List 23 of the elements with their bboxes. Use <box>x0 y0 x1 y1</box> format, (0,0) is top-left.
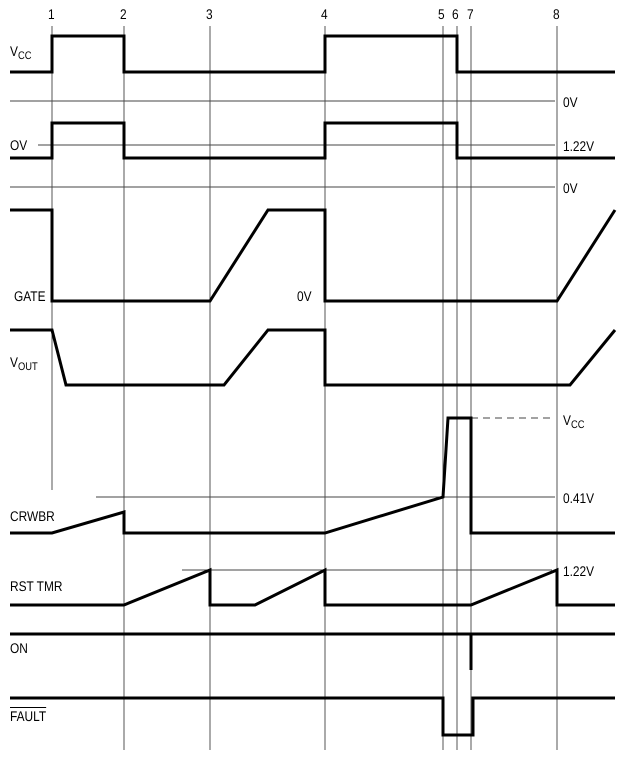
voltage-label: 0V <box>563 180 578 196</box>
time-marker-label: 3 <box>206 6 213 22</box>
voltage-label: 0V <box>297 288 312 304</box>
signal-label: GATE <box>14 288 46 304</box>
voltage-label: 0V <box>563 94 578 110</box>
time-marker-label: 1 <box>48 6 55 22</box>
voltage-label: 1.22V <box>563 138 594 154</box>
signal-label: CRWBR <box>10 508 55 524</box>
signal-label: V$_{CC}$ <box>10 43 32 59</box>
time-marker-label: 4 <box>321 6 328 22</box>
signal-label: ON <box>10 640 28 656</box>
signal-label: FAULT <box>10 708 46 724</box>
time-marker-label: 7 <box>467 6 474 22</box>
time-marker-label: 6 <box>452 6 459 22</box>
voltage-label: 1.22V <box>563 563 594 579</box>
signal-label: V$_{OUT}$ <box>10 354 38 370</box>
voltage-label: V$_{CC}$ <box>563 412 584 428</box>
voltage-label: 0.41V <box>563 490 594 506</box>
signal-label: OV <box>10 137 28 153</box>
time-marker-label: 2 <box>120 6 127 22</box>
time-marker-label: 5 <box>438 6 445 22</box>
signal-label: RST TMR <box>10 578 62 594</box>
time-marker-label: 8 <box>553 6 560 22</box>
